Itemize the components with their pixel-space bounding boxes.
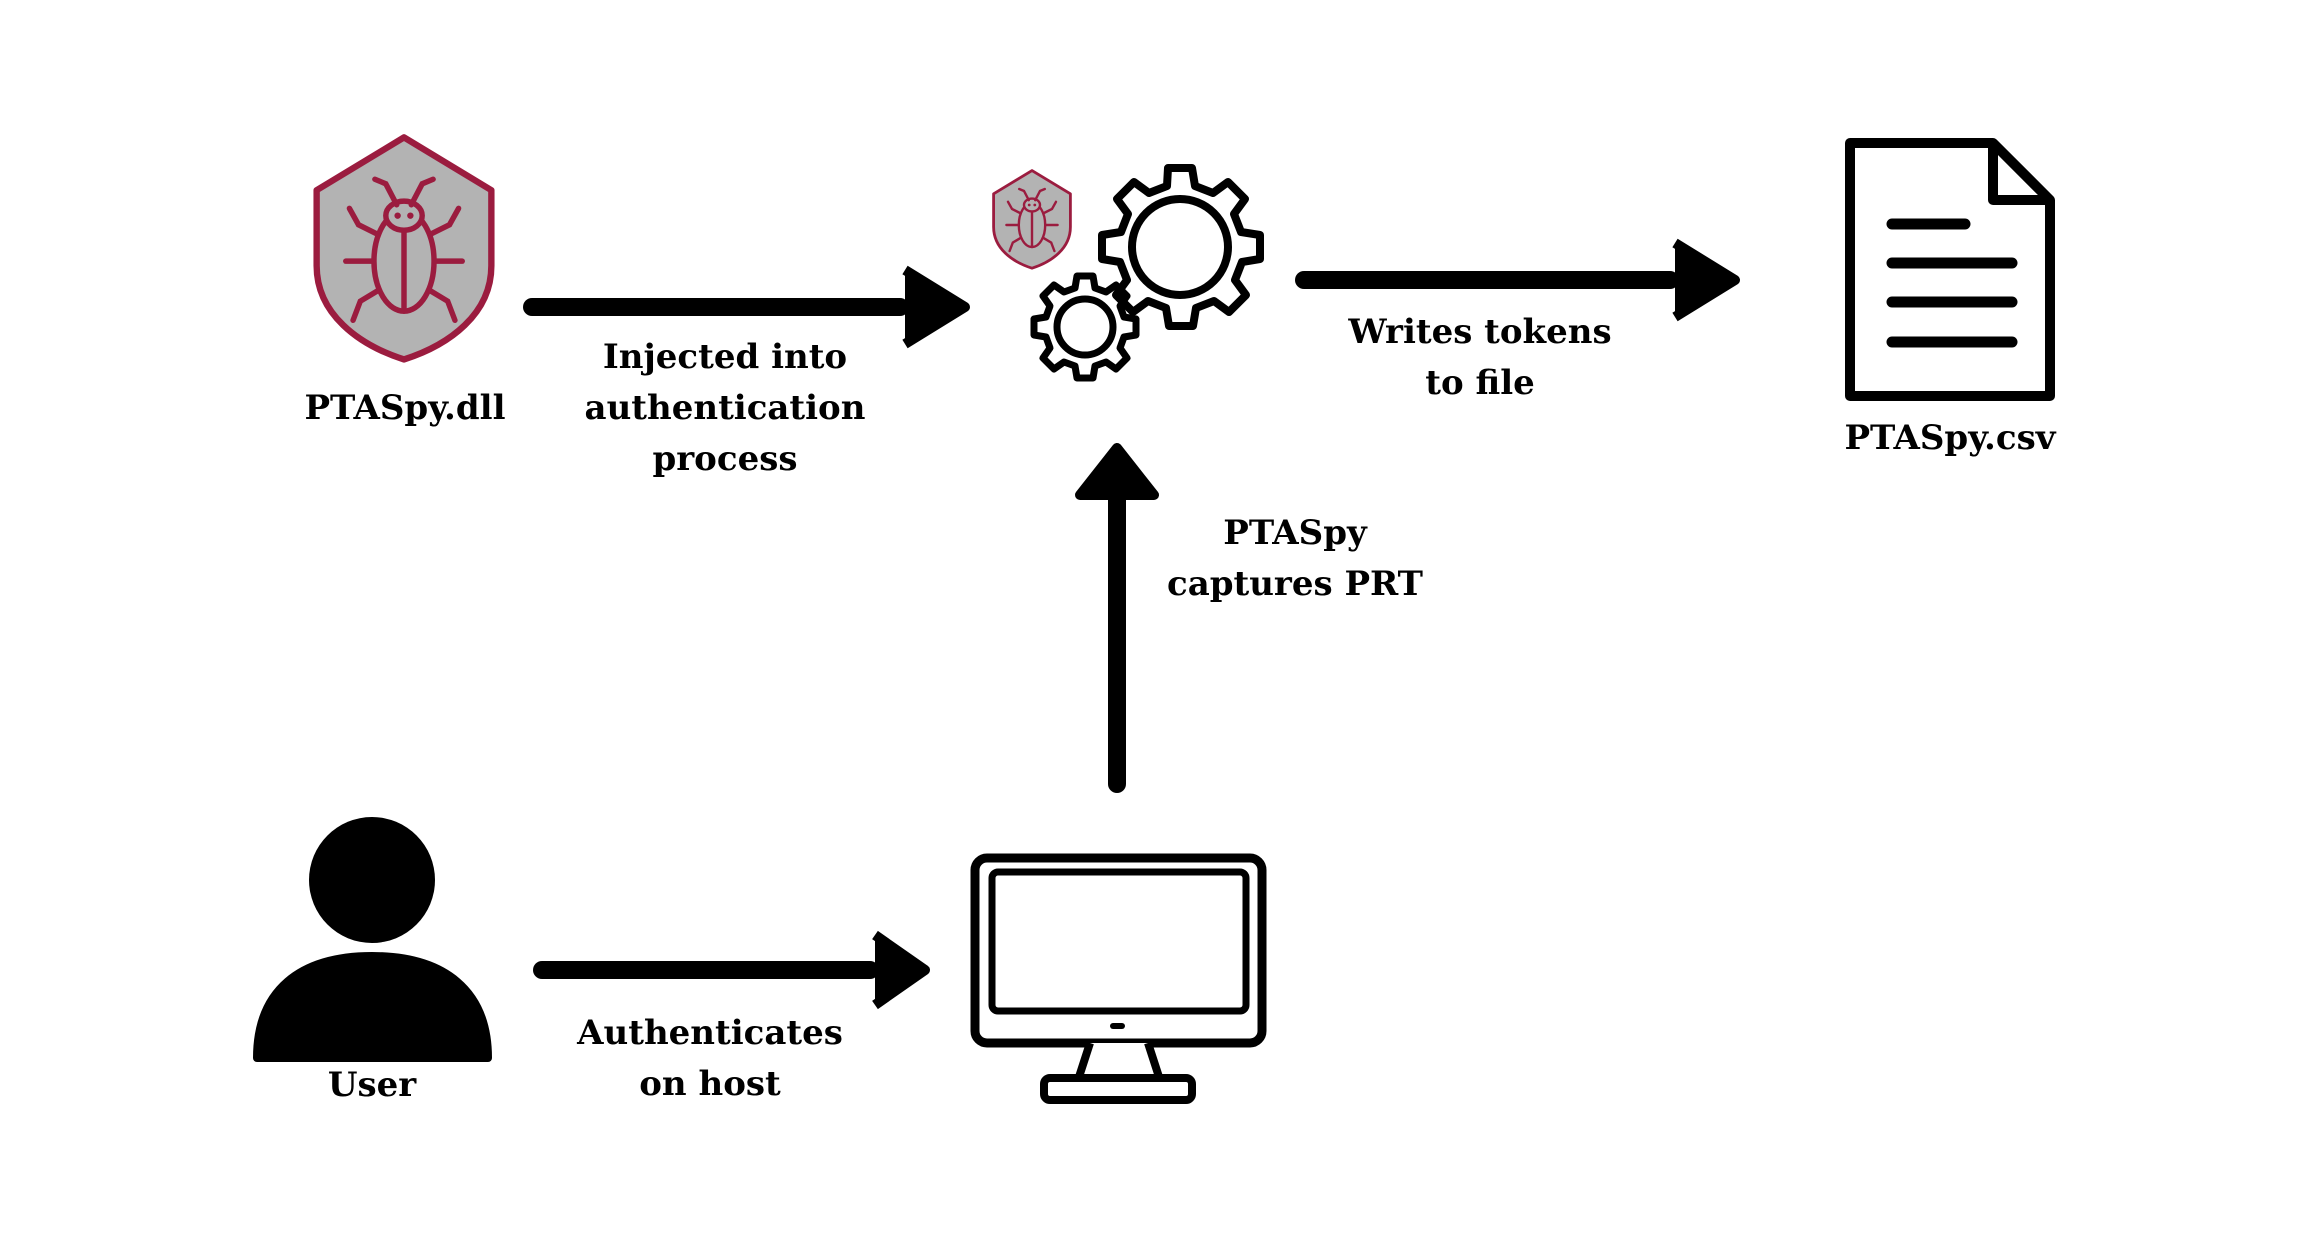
large-gear-icon bbox=[1098, 164, 1264, 330]
user-label-text: User bbox=[327, 1065, 417, 1105]
user-label: User bbox=[312, 1060, 432, 1111]
capture-label-line2: captures PRT bbox=[1167, 564, 1423, 604]
gears-icon bbox=[992, 164, 1264, 382]
arrow-authenticate bbox=[533, 930, 930, 1010]
arrow-write bbox=[1295, 238, 1740, 322]
authenticate-label-line2: on host bbox=[639, 1064, 781, 1104]
authenticate-label-line1: Authenticates bbox=[577, 1013, 843, 1053]
capture-label-line1: PTASpy bbox=[1223, 513, 1367, 553]
write-label-line1: Writes tokens bbox=[1348, 312, 1612, 352]
token-file-label-text: PTASpy.csv bbox=[1844, 418, 2056, 458]
inject-label-line3: process bbox=[652, 439, 798, 479]
arrow-inject bbox=[523, 265, 970, 349]
authenticate-edge-label: Authenticates on host bbox=[570, 1008, 850, 1110]
inject-label-line2: authentication bbox=[584, 388, 866, 428]
inject-label-line1: Injected into bbox=[602, 337, 848, 377]
document-icon bbox=[1845, 138, 2055, 401]
arrow-capture bbox=[1075, 443, 1159, 793]
token-file-label: PTASpy.csv bbox=[1840, 413, 2060, 464]
bug-shield-icon bbox=[317, 137, 492, 359]
monitor-icon bbox=[970, 853, 1267, 1104]
small-gear-icon bbox=[1030, 272, 1140, 382]
capture-edge-label: PTASpy captures PRT bbox=[1160, 508, 1430, 610]
user-icon bbox=[253, 817, 492, 1062]
write-edge-label: Writes tokens to file bbox=[1330, 307, 1630, 409]
bug-shield-icon bbox=[992, 169, 1072, 270]
malware-dll-label-text: PTASpy.dll bbox=[304, 388, 506, 428]
inject-edge-label: Injected into authentication process bbox=[560, 332, 890, 485]
malware-dll-label: PTASpy.dll bbox=[300, 383, 510, 434]
write-label-line2: to file bbox=[1425, 363, 1535, 403]
